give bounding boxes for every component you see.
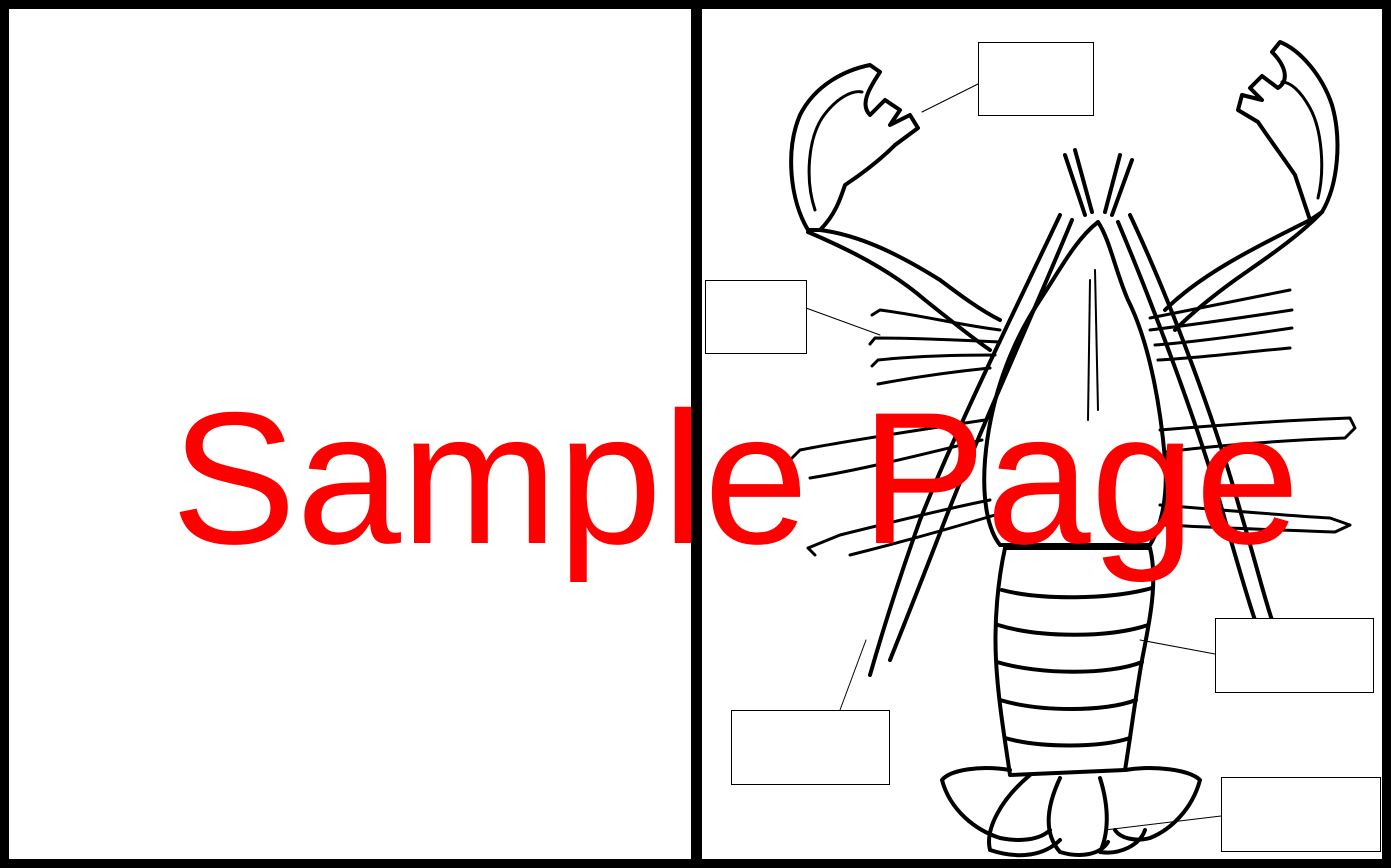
tail-fan-drawing — [942, 768, 1200, 855]
label-box-abdomen[interactable] — [1215, 618, 1374, 693]
left-legs-drawing — [790, 310, 1000, 555]
label-box-antenna[interactable] — [731, 710, 890, 785]
left-claw-drawing — [791, 65, 1000, 350]
label-box-tail-fan[interactable] — [1221, 777, 1381, 852]
right-claw-drawing — [1165, 42, 1337, 330]
label-box-claw[interactable] — [978, 42, 1094, 116]
abdomen-drawing — [995, 548, 1153, 775]
label-box-walking-legs[interactable] — [705, 280, 807, 354]
right-legs-drawing — [1150, 290, 1355, 532]
